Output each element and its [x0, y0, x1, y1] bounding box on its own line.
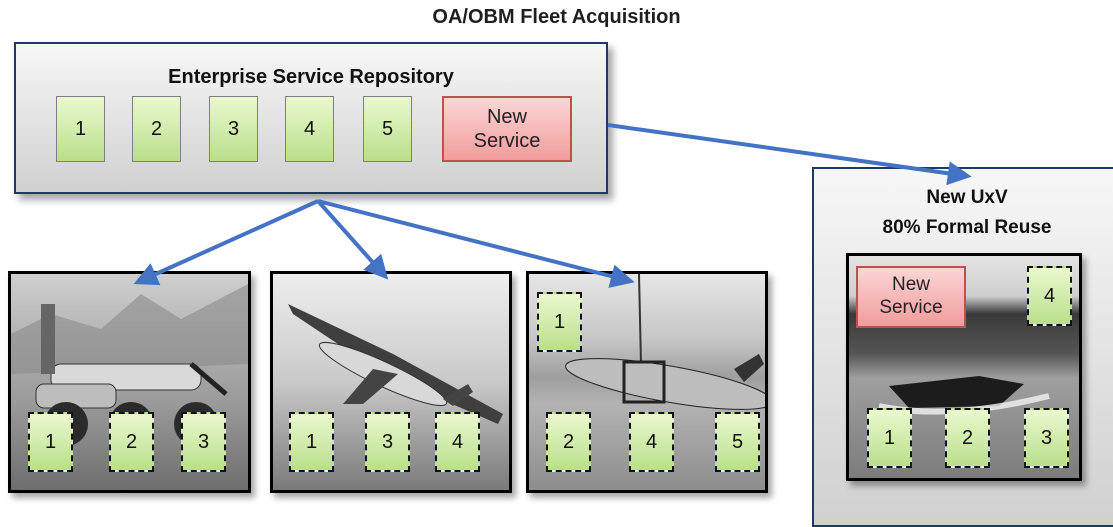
ugv-service-2: 2: [109, 412, 154, 472]
repository-title: Enterprise Service Repository: [168, 66, 454, 88]
ground-vehicle-photo: 1 2 3: [8, 271, 251, 493]
new-uxv-panel: New UxV 80% Formal Reuse New Service 4 1…: [812, 167, 1113, 527]
ugv-service-1: 1: [28, 412, 73, 472]
aerial-drone-illustration: [288, 304, 503, 424]
underwater-vehicle-illustration: [565, 274, 765, 410]
uav-service-3: 3: [365, 412, 410, 472]
uuv-service-2: 2: [546, 412, 591, 472]
surface-vessel-photo: New Service 4 1 2 3: [846, 253, 1082, 481]
underwater-vehicle-photo: 1 2 4 5: [526, 271, 768, 493]
uxv-service-2: 2: [945, 408, 990, 468]
repo-service-4: 4: [285, 96, 334, 162]
ugv-service-3: 3: [181, 412, 226, 472]
repo-service-5: 5: [363, 96, 412, 162]
uxv-service-3: 3: [1024, 408, 1069, 468]
arrow-to-ground-vehicle: [133, 199, 319, 286]
repo-service-2: 2: [132, 96, 181, 162]
diagram-title: OA/OBM Fleet Acquisition: [432, 6, 681, 28]
new-uxv-title: New UxV: [926, 187, 1008, 208]
enterprise-service-repository: Enterprise Service Repository 1 2 3 4 5 …: [14, 42, 608, 194]
arrow-to-drone: [316, 199, 389, 280]
uav-service-4: 4: [435, 412, 480, 472]
uuv-service-1: 1: [537, 292, 582, 352]
repo-service-3: 3: [209, 96, 258, 162]
uuv-service-4: 4: [629, 412, 674, 472]
uav-service-1: 1: [289, 412, 334, 472]
repo-new-service: New Service: [442, 96, 572, 162]
uxv-service-4: 4: [1027, 266, 1072, 326]
uxv-service-1: 1: [867, 408, 912, 468]
formal-reuse-subtitle: 80% Formal Reuse: [882, 217, 1052, 238]
uxv-new-service: New Service: [856, 266, 966, 328]
aerial-drone-photo: 1 3 4: [270, 271, 512, 493]
arrow-to-underwater-vehicle: [317, 199, 635, 288]
uuv-service-5: 5: [715, 412, 760, 472]
repo-service-1: 1: [56, 96, 105, 162]
